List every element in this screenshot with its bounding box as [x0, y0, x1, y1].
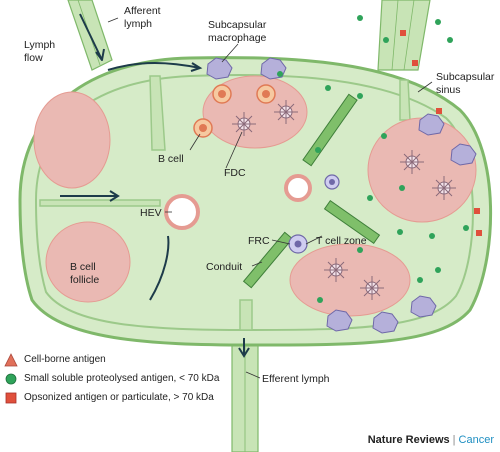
fdc [274, 100, 298, 124]
frc-cell [288, 234, 308, 254]
label-conduit: Conduit [206, 261, 242, 273]
b-cell-follicle-left-top [33, 91, 111, 189]
b-cell-follicle-left-bottom [45, 221, 131, 303]
b-cell-follicle-bottom [289, 243, 411, 317]
b-cell [256, 84, 276, 104]
circle-icon [4, 372, 18, 386]
fdc [232, 112, 256, 136]
trabeculae [39, 75, 411, 331]
label-hev: HEV [140, 207, 162, 219]
fdc [400, 150, 424, 174]
macrophage [372, 311, 399, 334]
lymph-flow-arrow [79, 13, 103, 61]
legend-item-opsonized: Opsonized antigen or particulate, > 70 k… [4, 388, 234, 407]
b-cell [212, 84, 232, 104]
hev-vessels [164, 174, 312, 230]
opsonized-antigens [400, 30, 482, 236]
b-cells [193, 84, 276, 138]
dendritic-cell [324, 174, 340, 190]
label-b-cell: B cell [158, 153, 184, 165]
lymph-flow-arrow [149, 235, 170, 301]
publisher-name: Nature Reviews [367, 434, 450, 446]
legend-label: Opsonized antigen or particulate, > 70 k… [24, 392, 214, 403]
macrophage [450, 143, 477, 166]
lymph-flow-arrows [60, 13, 250, 358]
macrophage [410, 295, 437, 318]
square-icon [4, 391, 18, 405]
legend-item-soluble: Small soluble proteolysed antigen, < 70 … [4, 369, 234, 388]
legend: Cell-borne antigen Small soluble proteol… [4, 350, 234, 407]
fdc-cells [232, 100, 456, 300]
credit-separator: | [452, 434, 456, 446]
macrophage [418, 113, 445, 136]
triangle-icon [4, 352, 18, 367]
conduit [242, 231, 294, 289]
fdc [324, 258, 348, 282]
hev [284, 174, 312, 202]
label-t-cell-zone: T cell zone [316, 235, 367, 247]
publisher-credit: Nature Reviews|Cancer [368, 434, 494, 446]
subcapsular-macrophage [206, 57, 233, 80]
b-cell [193, 118, 213, 138]
legend-label: Cell-borne antigen [24, 354, 106, 365]
label-frc: FRC [248, 235, 270, 247]
label-fdc: FDC [224, 167, 246, 179]
lymph-flow-arrow [107, 62, 201, 71]
legend-label: Small soluble proteolysed antigen, < 70 … [24, 373, 220, 384]
label-efferent-lymph: Efferent lymph [262, 373, 330, 385]
leader-lines [107, 17, 433, 379]
fdc [360, 276, 384, 300]
conduit [323, 200, 381, 244]
fdc [432, 176, 456, 200]
macrophage [326, 309, 353, 332]
subcapsular-sinus-line [34, 73, 474, 332]
journal-name: Cancer [458, 434, 494, 446]
soluble-antigens [277, 15, 469, 303]
legend-item-cell-borne: Cell-borne antigen [4, 350, 234, 369]
